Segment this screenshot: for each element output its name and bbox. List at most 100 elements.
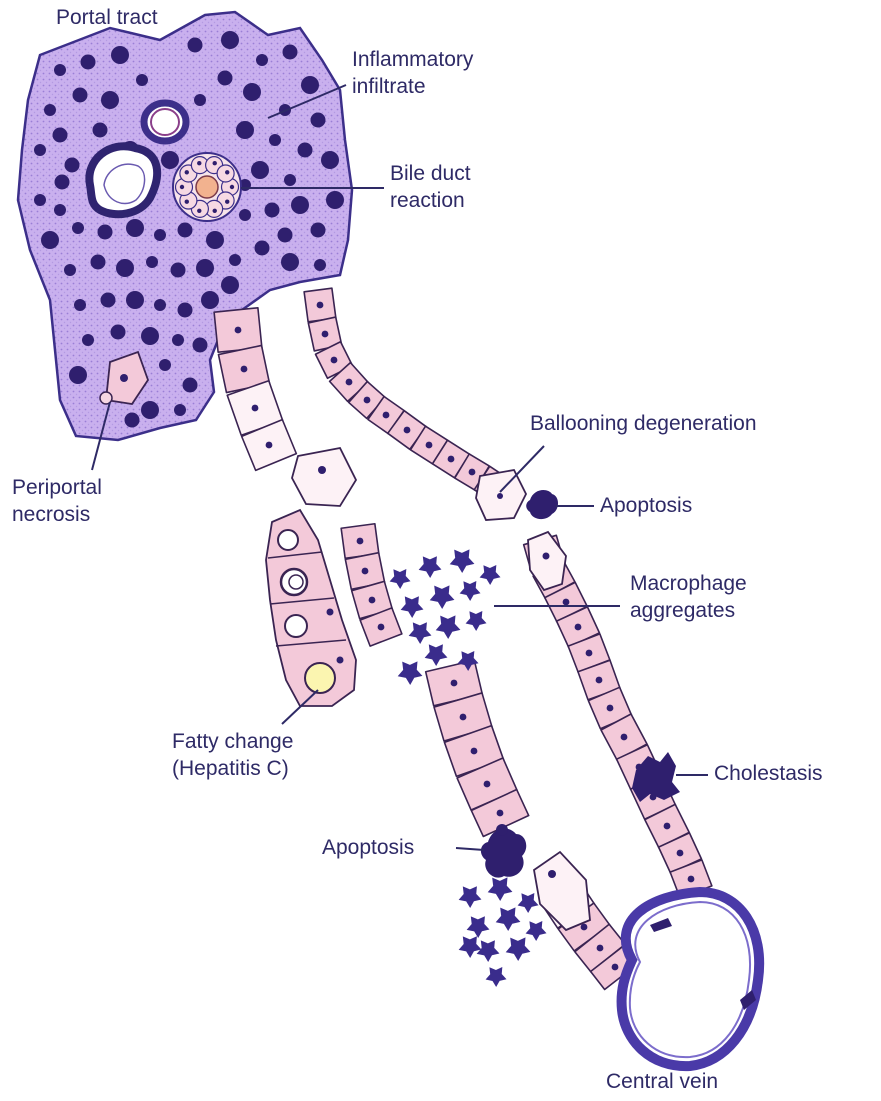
inflammatory-nucleus: [141, 401, 159, 419]
hepatocyte-nucleus: [426, 442, 433, 449]
inflammatory-nucleus: [178, 223, 193, 238]
macrophage: [419, 556, 442, 578]
inflammatory-nucleus: [269, 134, 281, 146]
inflammatory-nucleus: [301, 76, 319, 94]
inflammatory-nucleus: [193, 338, 208, 353]
inflammatory-nucleus: [194, 94, 206, 106]
inflammatory-nucleus: [98, 225, 113, 240]
macrophage: [486, 967, 507, 987]
hepatocyte-nucleus: [471, 748, 478, 755]
hepatocyte-nucleus: [677, 850, 684, 857]
macrophage: [480, 565, 501, 585]
hepatocyte-nucleus: [404, 427, 411, 434]
macrophage: [390, 569, 411, 589]
inflammatory-nucleus: [243, 83, 261, 101]
ballooned-hepatocyte: [292, 448, 356, 506]
hepatocyte-nucleus: [235, 327, 242, 334]
apoptosis-body-top: [526, 490, 558, 519]
inflammatory-nucleus: [34, 194, 46, 206]
label-ballooning-degeneration: Ballooning degeneration: [530, 410, 757, 437]
inflammatory-nucleus: [136, 74, 148, 86]
inflammatory-nucleus: [93, 123, 108, 138]
hepatocyte-cords: [214, 288, 712, 989]
label-periportal-necrosis-line1: Periportal: [12, 474, 102, 501]
inflammatory-nucleus: [41, 231, 59, 249]
inflammatory-nucleus: [54, 64, 66, 76]
inflammatory-nucleus: [111, 46, 129, 64]
macrophage: [430, 585, 455, 609]
label-central-vein: Central vein: [606, 1068, 718, 1095]
label-inflammatory-infiltrate: Inflammatory infiltrate: [352, 46, 473, 100]
hepatocyte-nucleus: [497, 810, 504, 817]
inflammatory-nucleus: [126, 219, 144, 237]
inflammatory-nucleus: [64, 264, 76, 276]
hepatocyte-nucleus: [596, 677, 603, 684]
hepatocyte-nucleus: [586, 650, 593, 657]
hepatocyte-nucleus: [612, 964, 619, 971]
inflammatory-nucleus: [125, 413, 140, 428]
macrophage: [425, 644, 448, 666]
hepatocyte-nucleus: [688, 876, 695, 883]
hepatocyte-nucleus: [581, 924, 588, 931]
label-bile-duct-reaction: Bile duct reaction: [390, 160, 471, 214]
inflammatory-nucleus: [91, 255, 106, 270]
inflammatory-nucleus: [311, 223, 326, 238]
label-apoptosis-top: Apoptosis: [600, 492, 692, 519]
portal-vein: [89, 146, 157, 214]
macrophage: [459, 936, 482, 958]
hepatocyte-nucleus: [317, 302, 324, 309]
inflammatory-nucleus: [82, 334, 94, 346]
inflammatory-nucleus: [221, 31, 239, 49]
inflammatory-nucleus: [44, 104, 56, 116]
hepatocyte-nucleus: [621, 734, 628, 741]
cord-lower-middle: [426, 660, 529, 836]
label-inflammatory-infiltrate-line1: Inflammatory: [352, 46, 473, 73]
hepatocyte-nucleus: [469, 469, 476, 476]
macrophage: [488, 877, 513, 901]
label-periportal-necrosis-line2: necrosis: [12, 501, 102, 528]
inflammatory-nucleus: [265, 203, 280, 218]
inflammatory-nucleus: [34, 144, 46, 156]
inflammatory-nucleus: [126, 291, 144, 309]
inflammatory-nucleus: [229, 254, 241, 266]
macrophage: [518, 893, 539, 913]
inflammatory-nucleus: [218, 71, 233, 86]
label-apoptosis-bottom: Apoptosis: [322, 834, 414, 861]
inflammatory-nucleus: [154, 299, 166, 311]
hepatocyte-nucleus: [241, 366, 248, 373]
inflammatory-nucleus: [284, 174, 296, 186]
bile-duct: [173, 153, 241, 221]
hepatocyte-nucleus: [252, 405, 259, 412]
hepatocyte-nucleus: [484, 781, 491, 788]
inflammatory-nucleus: [256, 54, 268, 66]
hepatocyte-nucleus: [575, 624, 582, 631]
macrophage: [506, 937, 531, 961]
hepatocyte-nucleus: [266, 442, 273, 449]
hepatocyte-nucleus: [362, 568, 369, 575]
inflammatory-nucleus: [159, 359, 171, 371]
label-bile-duct-reaction-line1: Bile duct: [390, 160, 471, 187]
inflammatory-nucleus: [236, 121, 254, 139]
hepatocyte-nucleus: [357, 538, 364, 545]
hepatocyte-nucleus: [346, 379, 353, 386]
hepatocyte-nucleus: [451, 680, 458, 687]
inflammatory-nucleus: [178, 303, 193, 318]
inflammatory-nucleus: [196, 259, 214, 277]
inflammatory-nucleus: [161, 151, 179, 169]
cord-upper-left: [214, 308, 296, 471]
inflammatory-nucleus: [321, 151, 339, 169]
macrophage: [409, 622, 432, 644]
inflammatory-nucleus: [281, 253, 299, 271]
hepatocyte-nucleus: [383, 412, 390, 419]
label-portal-tract: Portal tract: [56, 4, 158, 31]
portal-tract: [18, 12, 352, 440]
inflammatory-nucleus: [239, 209, 251, 221]
hepatocyte-nucleus: [322, 331, 329, 338]
inflammatory-nucleus: [251, 161, 269, 179]
inflammatory-nucleus: [116, 259, 134, 277]
hepatocyte-nucleus: [664, 823, 671, 830]
inflammatory-nucleus: [73, 88, 88, 103]
inflammatory-nucleus: [65, 158, 80, 173]
hepatocyte-nucleus: [607, 705, 614, 712]
macrophage: [467, 916, 490, 938]
